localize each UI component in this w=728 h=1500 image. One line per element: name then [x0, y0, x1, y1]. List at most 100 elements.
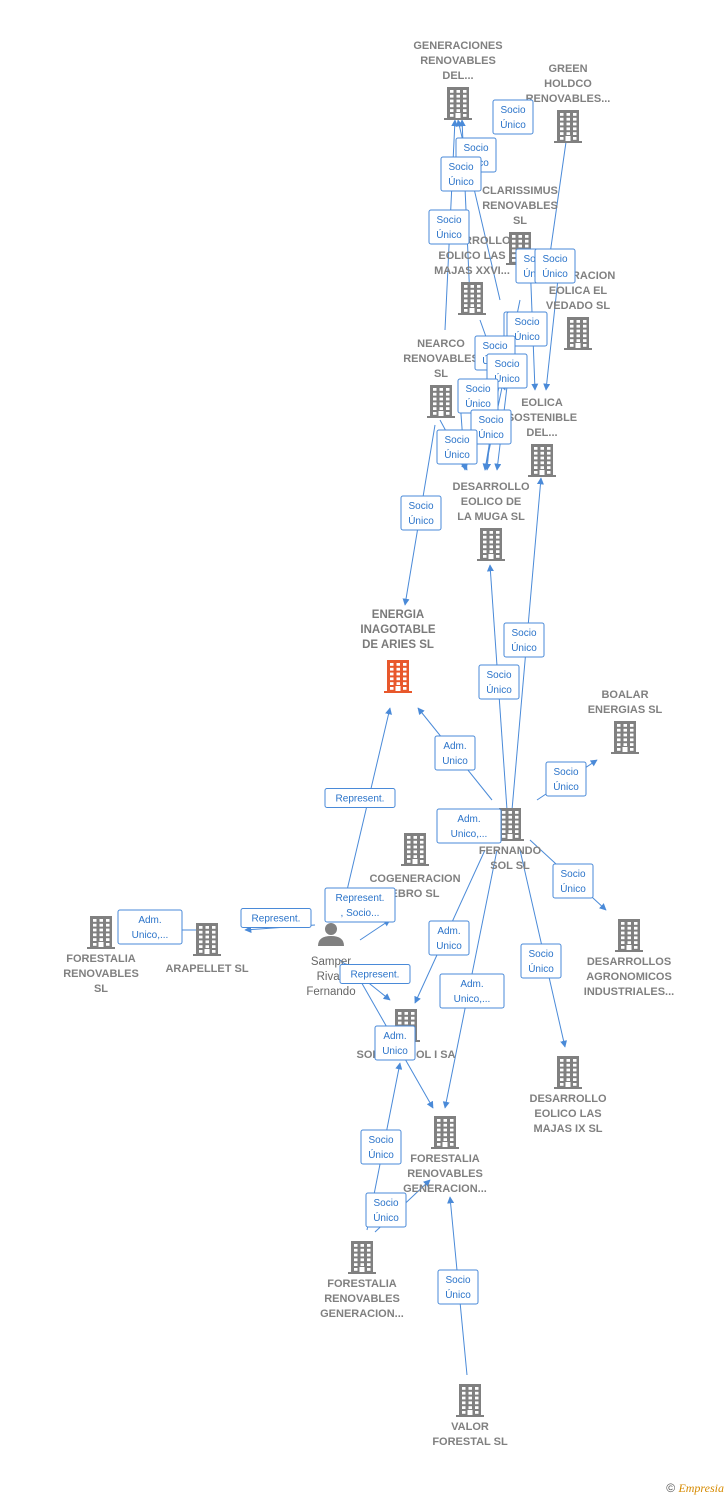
node-label: ARAPELLET SL — [165, 963, 248, 975]
node-label: INAGOTABLE — [360, 624, 436, 636]
edge-label-box[interactable]: Adm.Unico,... — [436, 808, 502, 844]
edge-label-box[interactable]: Represent., Socio... — [324, 887, 396, 923]
node-label: RENOVABLES — [403, 353, 479, 365]
node-label: GENERACIONES — [413, 40, 502, 52]
edge-label-text: Adm. — [443, 741, 466, 752]
edge-label-text: Socio — [560, 869, 585, 880]
edge-label-text: Socio — [528, 949, 553, 960]
building-icon — [611, 721, 639, 754]
node-label: SOL SL — [490, 860, 530, 872]
edge-label-box[interactable]: Adm.Unico,... — [117, 909, 183, 945]
building-icon — [554, 110, 582, 143]
edge-label-text: Único — [511, 641, 537, 654]
node-label: DESARROLLO — [530, 1093, 607, 1105]
edge-label-text: Socio — [500, 105, 525, 116]
edge-label-text: Unico — [442, 756, 468, 767]
edge-label-text: Socio — [542, 254, 567, 265]
edge-label-text: Unico,... — [454, 994, 491, 1005]
node-label: EOLICA — [521, 397, 563, 409]
company-node[interactable]: GREENHOLDCORENOVABLES... — [526, 63, 611, 143]
edge-label-box[interactable]: Adm.Unico,... — [439, 973, 505, 1009]
node-label: RENOVABLES... — [526, 93, 611, 105]
edge-label-box[interactable]: Adm. Unico — [434, 735, 476, 771]
company-node[interactable]: FORESTALIARENOVABLESGENERACION... — [320, 1241, 404, 1320]
edge-label-text: Único — [553, 780, 579, 793]
edge-label-text: Socio — [478, 415, 503, 426]
brand-logo-text[interactable]: Empresia — [678, 1481, 724, 1495]
edge-label-box[interactable]: Adm.Unico — [428, 920, 470, 956]
edge-label-box[interactable]: Adm.Unico — [374, 1025, 416, 1061]
copyright-symbol: © — [666, 1481, 676, 1495]
building-icon — [477, 528, 505, 561]
company-node[interactable]: EOLICASOSTENIBLEDEL... — [507, 397, 577, 477]
node-label: RENOVABLES — [420, 55, 496, 67]
edge-line — [545, 141, 567, 269]
node-label: GENERACION... — [320, 1308, 404, 1320]
building-icon — [458, 282, 486, 315]
edge-label-text: Socio — [482, 341, 507, 352]
edge-label-box[interactable]: Represent. — [339, 964, 411, 984]
node-label: SL — [434, 368, 448, 380]
edge-label-text: Único — [445, 1288, 471, 1301]
node-label: DEL... — [442, 70, 473, 82]
building-icon — [456, 1384, 484, 1417]
edge-label-text: Único — [408, 514, 434, 527]
edge-label-text: Único — [542, 267, 568, 280]
edge-label-text: Represent. — [252, 914, 301, 925]
company-node[interactable]: ARAPELLET SL — [165, 923, 249, 975]
node-label: NEARCO — [417, 338, 465, 350]
edge-label-text: Adm. — [138, 915, 161, 926]
building-icon — [615, 919, 643, 952]
company-node[interactable]: DESARROLLOSAGRONOMICOSINDUSTRIALES... — [584, 919, 674, 998]
company-node[interactable]: GENERACIONES RENOVABLES DEL... — [413, 40, 503, 120]
edge-label-box[interactable]: Represent. — [324, 788, 396, 808]
edge-label-text: Socio — [448, 162, 473, 173]
node-label: LA MUGA SL — [457, 511, 525, 523]
node-label: BOALAR — [601, 689, 648, 701]
node-label: RENOVABLES — [407, 1168, 483, 1180]
edge-label-text: Socio — [463, 143, 488, 154]
edge-label-text: Socio — [436, 215, 461, 226]
edge-label-text: Adm. — [383, 1031, 406, 1042]
node-label: COGENERACION — [369, 873, 460, 885]
edge-label-text: Único — [528, 962, 554, 975]
building-icon — [427, 385, 455, 418]
edge-label-box[interactable]: Represent. — [240, 908, 312, 928]
edge-label-text: Único — [373, 1211, 399, 1224]
building-icon — [193, 923, 221, 956]
company-node[interactable]: FORESTALIARENOVABLESGENERACION... — [403, 1116, 487, 1195]
company-node[interactable]: NEARCO RENOVABLES SL — [403, 338, 479, 418]
edge-label-text: Único — [368, 1148, 394, 1161]
edge-label-text: Socio — [511, 628, 536, 639]
node-label: EOLICA EL — [549, 285, 608, 297]
edge-label-text: Único — [560, 882, 586, 895]
